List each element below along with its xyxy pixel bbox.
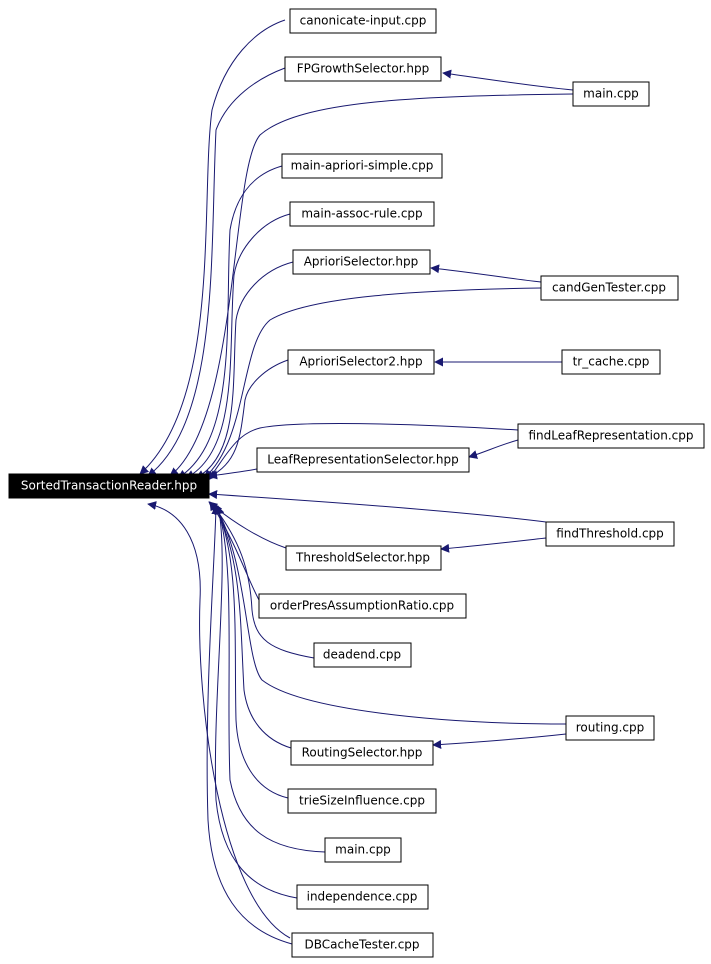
node-canonicate-input[interactable]: canonicate-input.cpp [289,8,437,34]
edge-routing-to-routingsel [432,733,567,749]
node-main-cpp-top[interactable]: main.cpp [572,81,650,107]
node-independence[interactable]: independence.cpp [296,884,429,910]
edge-findleaf-to-leafrep [468,439,519,459]
node-main-apriori-simple[interactable]: main-apriori-simple.cpp [281,153,443,179]
node-fpgrowth-selector-label: FPGrowthSelector.hpp [297,62,429,76]
node-threshold-selector[interactable]: ThresholdSelector.hpp [285,545,442,571]
node-routing[interactable]: routing.cpp [565,715,655,741]
edge-routingsel-to-root [214,505,292,749]
node-main-cpp-top-label: main.cpp [583,87,639,101]
edge-findleaf-to-root [207,423,519,481]
node-apriori-selector-label: AprioriSelector.hpp [304,255,419,269]
node-find-threshold-label: findThreshold.cpp [556,527,664,541]
edge-orderpres-to-root [209,501,260,601]
edge-leafrep-to-root [208,468,258,480]
node-leaf-representation-selector[interactable]: LeafRepresentationSelector.hpp [256,447,470,473]
node-canonicate-input-label: canonicate-input.cpp [300,14,427,28]
node-find-leaf-representation-label: findLeafRepresentation.cpp [529,429,694,443]
node-dbcache-tester-label: DBCacheTester.cpp [304,938,419,952]
node-dbcache-tester[interactable]: DBCacheTester.cpp [291,932,434,958]
node-apriori-selector2-label: AprioriSelector2.hpp [299,355,422,369]
node-trie-size-influence-label: trieSizeInfluence.cpp [299,794,425,808]
node-leaf-representation-selector-label: LeafRepresentationSelector.hpp [267,453,458,467]
node-main-assoc-rule[interactable]: main-assoc-rule.cpp [289,201,435,227]
edge-fpgrowth-to-root [147,67,286,477]
node-deadend[interactable]: deadend.cpp [313,642,412,668]
node-routing-label: routing.cpp [576,721,645,735]
node-order-pres-assumption-ratio-label: orderPresAssumptionRatio.cpp [270,599,454,613]
edge-dbcache-to-root [206,505,293,945]
node-candgen-tester-label: candGenTester.cpp [552,281,666,295]
edge-main1-to-root [169,93,574,477]
edge-aprioriSel-to-root [195,261,294,479]
node-threshold-selector-label: ThresholdSelector.hpp [295,551,430,565]
edge-findthr-to-thrsel [440,537,547,553]
edge-independence-to-root [214,505,298,899]
node-candgen-tester[interactable]: candGenTester.cpp [540,275,679,301]
edge-canonicate-to-root [139,19,286,475]
node-main-cpp-bottom-label: main.cpp [335,843,391,857]
edge-dbcache-to-root-b [147,501,291,939]
node-fpgrowth-selector[interactable]: FPGrowthSelector.hpp [284,56,442,82]
node-order-pres-assumption-ratio[interactable]: orderPresAssumptionRatio.cpp [258,593,467,619]
node-apriori-selector2[interactable]: AprioriSelector2.hpp [287,349,435,375]
node-find-leaf-representation[interactable]: findLeafRepresentation.cpp [517,423,705,449]
node-routing-selector[interactable]: RoutingSelector.hpp [290,740,434,766]
edges [139,19,574,945]
node-main-cpp-bottom[interactable]: main.cpp [324,837,402,863]
edge-routing-to-root [213,503,567,725]
node-independence-label: independence.cpp [307,890,418,904]
edge-assocRule-to-root [185,213,291,479]
edge-main2-to-root [215,505,326,853]
node-tr-cache[interactable]: tr_cache.cpp [561,349,661,375]
nodes: SortedTransactionReader.hpp canonicate-i… [8,8,705,958]
node-routing-selector-label: RoutingSelector.hpp [302,746,423,760]
edge-candgen-to-root [203,287,542,479]
node-apriori-selector[interactable]: AprioriSelector.hpp [292,249,431,275]
node-main-assoc-rule-label: main-assoc-rule.cpp [301,207,422,221]
edge-findthr-to-root [208,490,547,523]
edge-aprioriSimple-to-root [177,165,283,479]
edge-triesize-to-root [215,505,289,799]
node-root[interactable]: SortedTransactionReader.hpp [8,473,210,499]
edge-aprioriSel2-to-root [207,359,289,479]
edge-main1-to-fpgrowth [442,69,574,91]
edge-deadend-to-root [211,503,315,659]
node-deadend-label: deadend.cpp [323,648,401,662]
node-find-threshold[interactable]: findThreshold.cpp [545,521,675,547]
edge-candgen-to-apriorisel [430,264,542,283]
node-tr-cache-label: tr_cache.cpp [573,355,650,369]
node-root-label: SortedTransactionReader.hpp [21,479,197,493]
node-trie-size-influence[interactable]: trieSizeInfluence.cpp [287,788,437,814]
node-main-apriori-simple-label: main-apriori-simple.cpp [291,159,434,173]
